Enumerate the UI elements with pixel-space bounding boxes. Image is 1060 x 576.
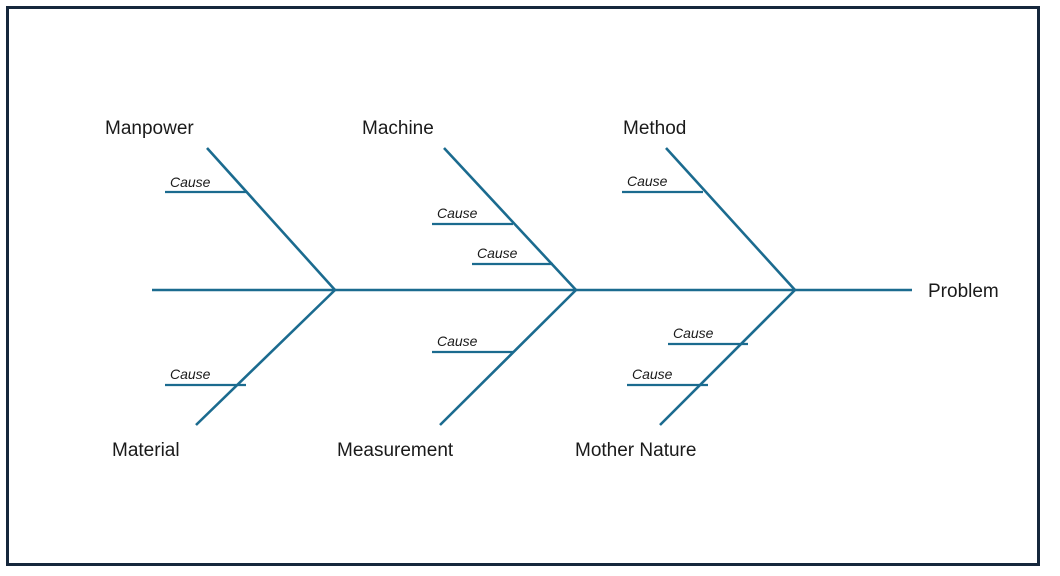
category-bone-measurement	[439, 289, 577, 426]
category-label-method: Method	[623, 118, 686, 139]
cause-label-mother-nature-1: Cause	[673, 325, 714, 341]
category-label-machine: Machine	[362, 118, 434, 139]
category-bone-method	[665, 147, 796, 291]
category-bone-mother-nature	[659, 289, 796, 426]
labels-layer: ProblemManpowerCauseMachineCauseCauseMet…	[105, 118, 999, 461]
bones-layer	[152, 147, 912, 426]
diagram-frame-border	[6, 6, 1040, 566]
problem-label: Problem	[928, 281, 999, 302]
category-label-measurement: Measurement	[337, 440, 454, 461]
cause-label-machine-2: Cause	[477, 245, 518, 261]
cause-label-manpower-1: Cause	[170, 174, 211, 190]
category-label-material: Material	[112, 440, 180, 461]
category-bone-machine	[443, 147, 577, 291]
cause-label-material-1: Cause	[170, 366, 211, 382]
cause-label-measurement-1: Cause	[437, 333, 478, 349]
cause-label-machine-1: Cause	[437, 205, 478, 221]
category-label-mother-nature: Mother Nature	[575, 440, 696, 461]
cause-label-mother-nature-2: Cause	[632, 366, 673, 382]
category-bone-manpower	[206, 147, 336, 291]
category-bone-material	[195, 289, 336, 426]
category-label-manpower: Manpower	[105, 118, 194, 139]
cause-label-method-1: Cause	[627, 173, 668, 189]
